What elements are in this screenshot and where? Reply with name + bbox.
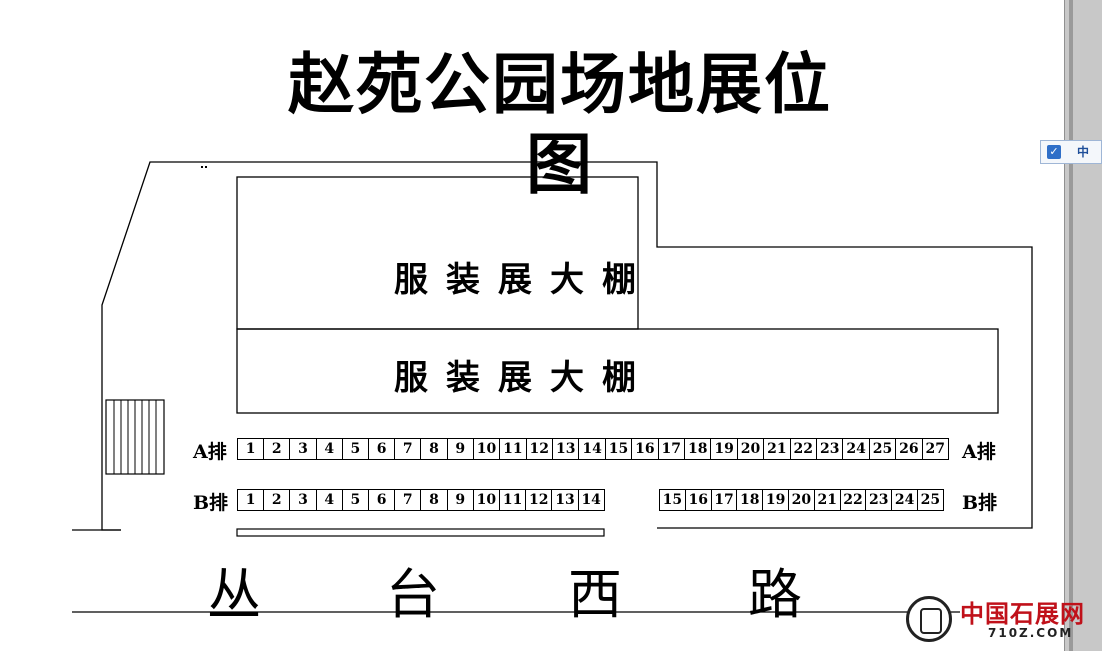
row-a-booth-13: 13 bbox=[552, 438, 580, 460]
row-a-booth-19: 19 bbox=[710, 438, 738, 460]
row-a-booth-5: 5 bbox=[341, 438, 369, 460]
row-b-right-booth-20: 20 bbox=[788, 489, 815, 511]
row-b-left-booth-8: 8 bbox=[420, 489, 448, 511]
row-b-left-booth-4: 4 bbox=[315, 489, 343, 511]
watermark: 中国石展网 710Z.COM bbox=[906, 594, 1096, 646]
row-a-booth-21: 21 bbox=[763, 438, 791, 460]
row-b-left-booth-6: 6 bbox=[368, 489, 396, 511]
row-a-booth-18: 18 bbox=[684, 438, 712, 460]
row-b-left-booth-12: 12 bbox=[525, 489, 553, 511]
site-boundary bbox=[101, 161, 1033, 531]
row-a-booth-26: 26 bbox=[895, 438, 923, 460]
page-title: 赵苑公园场地展位图 bbox=[288, 45, 832, 203]
scrollbar-thumb[interactable] bbox=[1069, 0, 1073, 651]
upper-tent-label: 服装展大棚 bbox=[394, 260, 654, 300]
row-a-booth-22: 22 bbox=[789, 438, 817, 460]
row-a-booth-12: 12 bbox=[525, 438, 553, 460]
road-char-3: 西 bbox=[568, 563, 622, 626]
row-b-label-right: B排 bbox=[962, 492, 998, 514]
watermark-name: 中国石展网 bbox=[960, 599, 1085, 628]
row-b-right-booth-25: 25 bbox=[917, 489, 944, 511]
row-b-left-booth-7: 7 bbox=[394, 489, 422, 511]
row-a-booth-17: 17 bbox=[657, 438, 685, 460]
row-b-left-booth-10: 10 bbox=[472, 489, 500, 511]
watermark-logo-icon bbox=[906, 596, 952, 642]
row-b-left-booth-5: 5 bbox=[341, 489, 369, 511]
row-b-right-booth-18: 18 bbox=[736, 489, 764, 511]
ime-label: 中 bbox=[1077, 145, 1090, 159]
row-b-left-booth-2: 2 bbox=[263, 489, 291, 511]
row-b-right-booth-17: 17 bbox=[710, 489, 738, 511]
ime-indicator[interactable]: ✓ 中 bbox=[1040, 140, 1102, 164]
row-a-booth-6: 6 bbox=[368, 438, 396, 460]
row-b-right-booth-22: 22 bbox=[839, 489, 867, 511]
watermark-url: 710Z.COM bbox=[988, 626, 1074, 640]
row-b-right-booth-23: 23 bbox=[865, 489, 893, 511]
row-a-booth-7: 7 bbox=[394, 438, 422, 460]
row-a-booth-2: 2 bbox=[263, 438, 291, 460]
row-b-left-booth-1: 1 bbox=[237, 489, 265, 511]
row-b-right-booth-24: 24 bbox=[891, 489, 918, 511]
check-icon: ✓ bbox=[1047, 145, 1061, 159]
row-b-right-booth-21: 21 bbox=[813, 489, 841, 511]
row-b-right-booth-19: 19 bbox=[762, 489, 789, 511]
row-a-booth-10: 10 bbox=[472, 438, 501, 460]
row-a-label-right: A排 bbox=[962, 441, 996, 463]
row-b-left-booth-9: 9 bbox=[446, 489, 474, 511]
row-b-left-booth-13: 13 bbox=[551, 489, 579, 511]
lower-tent-label: 服装展大棚 bbox=[394, 358, 654, 398]
row-a-booth-15: 15 bbox=[604, 438, 633, 460]
row-b-left-booth-14: 14 bbox=[577, 489, 605, 511]
row-a-booth-9: 9 bbox=[446, 438, 474, 460]
row-b-left-booth-3: 3 bbox=[289, 489, 317, 511]
road-char-1: 丛 bbox=[207, 563, 261, 626]
row-b-right-booth-16: 16 bbox=[684, 489, 712, 511]
row-a-booth-20: 20 bbox=[736, 438, 765, 460]
row-a-booth-23: 23 bbox=[816, 438, 844, 460]
road-char-4: 路 bbox=[748, 563, 802, 626]
row-b-left-booth-11: 11 bbox=[499, 489, 527, 511]
row-a-booth-1: 1 bbox=[237, 438, 265, 460]
striped-structure-lines bbox=[113, 400, 157, 474]
row-a-booth-16: 16 bbox=[631, 438, 659, 460]
row-b-right-booth-15: 15 bbox=[659, 489, 686, 511]
road-char-2: 台 bbox=[386, 563, 440, 626]
row-a-booth-14: 14 bbox=[578, 438, 606, 460]
row-a-booth-11: 11 bbox=[499, 438, 527, 460]
lower-tent bbox=[236, 328, 999, 414]
row-a-booth-27: 27 bbox=[921, 438, 949, 460]
row-a-booth-25: 25 bbox=[868, 438, 897, 460]
row-a-booth-24: 24 bbox=[842, 438, 870, 460]
row-a-label-left: A排 bbox=[193, 441, 227, 463]
row-a-booth-4: 4 bbox=[315, 438, 343, 460]
stage-strip bbox=[236, 528, 605, 537]
row-b-label-left: B排 bbox=[193, 492, 229, 514]
row-a-booth-8: 8 bbox=[420, 438, 448, 460]
row-a-booth-3: 3 bbox=[289, 438, 317, 460]
